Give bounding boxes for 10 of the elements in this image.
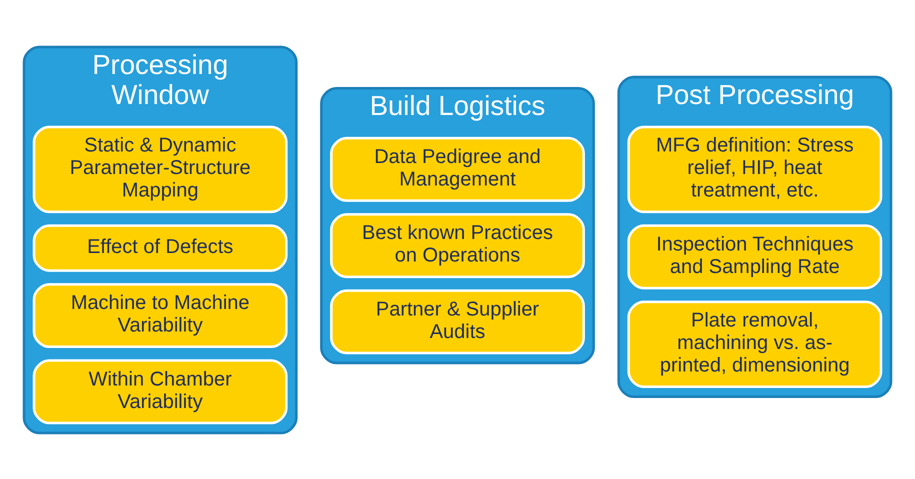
node-box: Machine to Machine Variability: [32, 282, 288, 348]
node-box: MFG definition: Stress relief, HIP, heat treatment, etc.: [627, 125, 882, 213]
node-box: Data Pedigree and Management: [330, 136, 585, 202]
node-box: Within Chamber Variability: [32, 358, 288, 424]
node-box: Best known Practices on Operations: [330, 212, 585, 278]
node-box: Inspection Techniques and Sampling Rate: [627, 224, 882, 289]
node-box: Effect of Defects: [32, 224, 288, 272]
node-box: Static & Dynamic Parameter-Structure Mapping: [32, 125, 288, 213]
node-box: Partner & Supplier Audits: [330, 288, 585, 354]
node-box: Plate removal, machining vs. as-printed, dimensioning: [627, 300, 882, 388]
